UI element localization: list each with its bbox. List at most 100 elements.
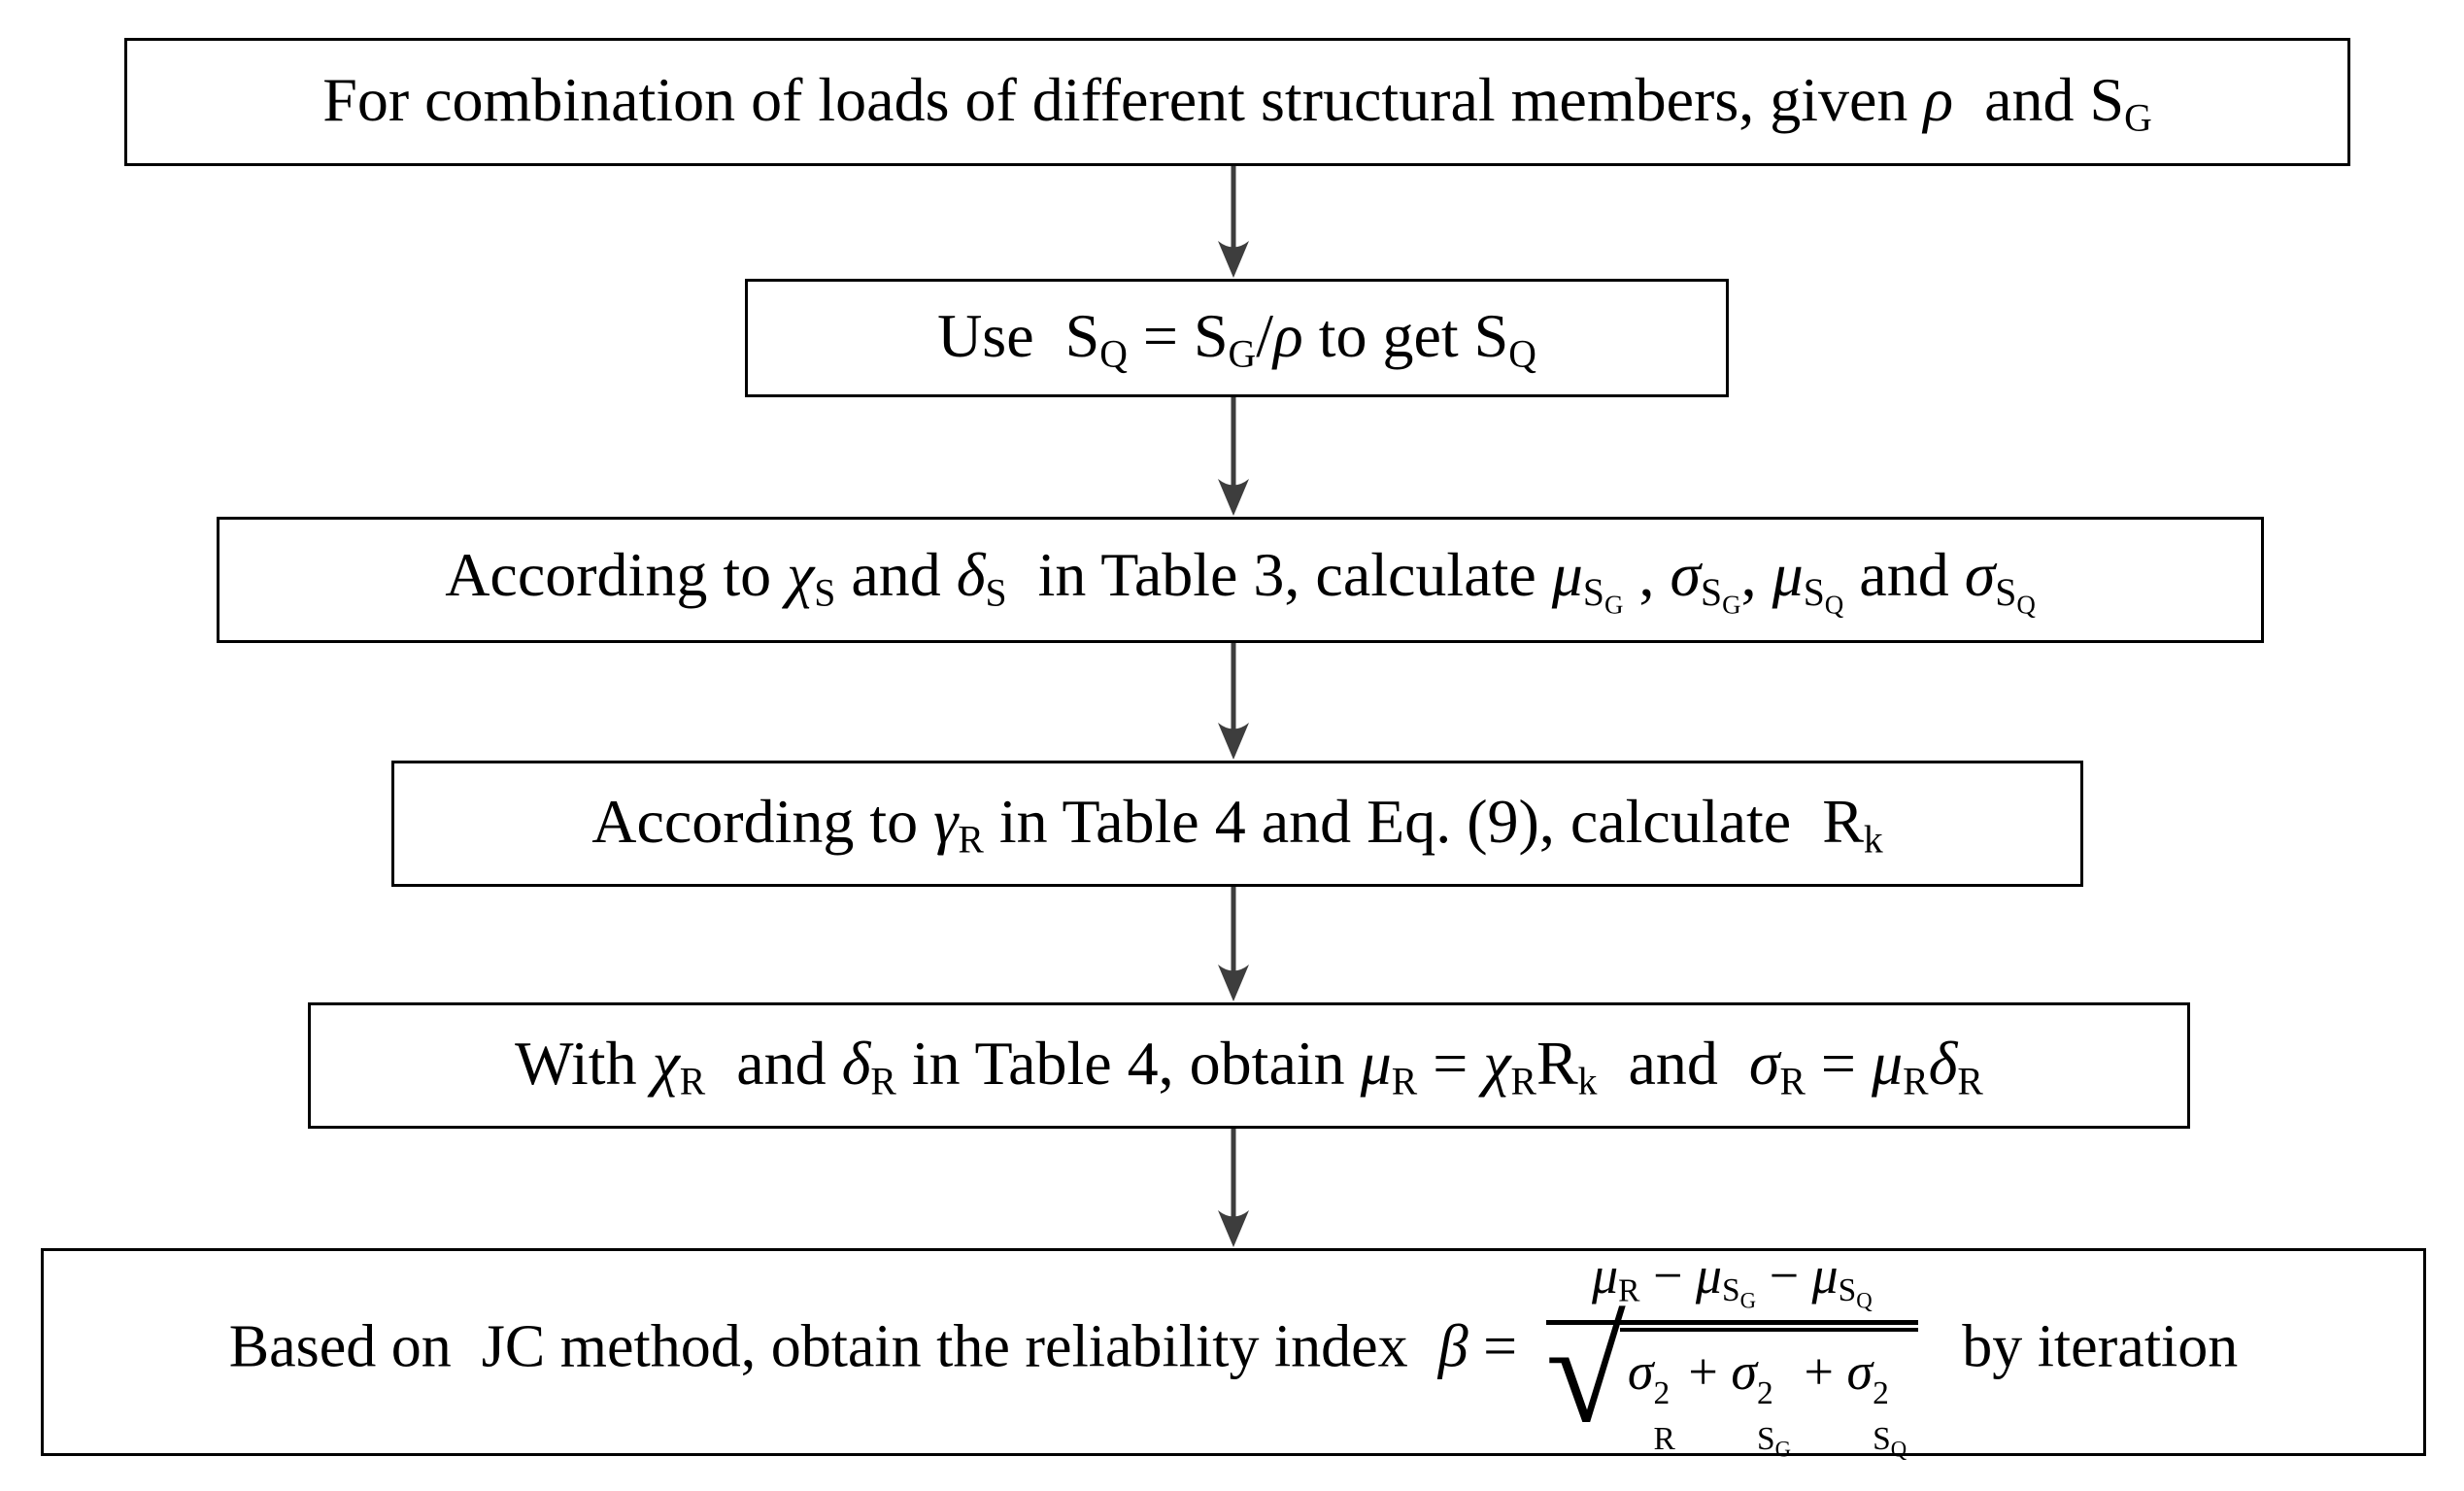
sigma-symbol: σ [1964,540,1996,610]
delta-symbol: δ [841,1028,871,1098]
subscript: R [679,1059,706,1102]
plus-sign: + [1791,1341,1847,1401]
comma: , [1623,540,1671,610]
sigma-symbol: σ [1731,1341,1757,1401]
sub-s: S [1873,1420,1891,1457]
mu-symbol: μ [1360,1028,1392,1098]
text-run: and [1953,64,2090,134]
flow-step-4-box: According to γR in Table 4 and Eq. (9), … [391,761,2083,887]
sigma-symbol: σ [1627,1341,1654,1401]
sigma-symbol: σ [1748,1028,1780,1098]
flow-step-1-box: For combination of loads of different st… [124,38,2350,166]
text-run: and [705,1028,842,1098]
sub-s: S [1722,1272,1740,1309]
text-run: Use [937,300,1065,370]
sub-r: R [1653,1420,1675,1457]
equals-sign: = [1417,1028,1484,1098]
s-symbol: S [2089,64,2125,134]
arrow-head-icon [1218,965,1249,1001]
text-run: in Table 4, obtain [895,1028,1361,1098]
text-run: and [1597,1028,1749,1098]
text-run: to get [1302,300,1474,370]
subscript: Q [1508,331,1536,375]
fraction-numerator: μR − μSG − μSQ [1545,1245,1919,1325]
flow-arrow-4 [1217,887,1250,1002]
subscript: G [2124,95,2152,139]
superscript-2: 2 [1873,1374,1889,1411]
subscript: SQ [1995,571,2036,620]
sub-sq: SQ [1873,1422,1907,1459]
slash-sign: / [1256,300,1273,370]
sub-subscript: G [1722,590,1741,620]
arrow-shaft [1231,643,1236,731]
mu-symbol: μ [1811,1245,1839,1305]
sub-subscript: Q [1824,590,1844,620]
subscript: R [870,1059,896,1102]
subscript: SG [1701,571,1741,620]
r-symbol: R [1822,786,1864,856]
superscript-2: 2 [1756,1374,1773,1411]
sub-s: S [1803,571,1825,615]
subscript: R [1957,1059,1983,1102]
minus-sign: − [1639,1245,1696,1305]
s-symbol: S [1064,300,1100,370]
sub-subscript: Q [1856,1288,1873,1313]
text-run: in Table 4 and Eq. (9), calculate [983,786,1823,856]
beta-symbol: β [1437,1313,1468,1380]
arrow-shaft [1231,887,1236,973]
minus-sign: − [1756,1245,1812,1305]
flow-arrow-3 [1217,643,1250,761]
text-run: Based on JC method, obtain the reliabili… [228,1313,1438,1380]
flow-step-4-label: According to γR in Table 4 and Eq. (9), … [591,786,1882,863]
flow-step-3-label: According to χS and δS in Table 3, calcu… [445,539,2036,621]
delta-symbol: δ [956,540,986,610]
rho-symbol: ρ [1272,300,1303,370]
subscript: R [958,817,984,861]
subscript: SG [1722,1272,1756,1312]
arrow-head-icon [1218,1210,1249,1247]
chi-symbol: χ [652,1028,680,1098]
flow-arrow-5 [1217,1129,1250,1248]
text-run: According to [445,540,788,610]
subscript: R [1510,1059,1536,1102]
text-run: With [515,1028,653,1098]
subscript: SQ [1839,1272,1873,1312]
text-run: For combination of loads of different st… [322,64,1924,134]
sub-sg: SG [1757,1422,1791,1459]
chi-symbol: χ [1483,1028,1511,1098]
radical-sign: √ [1545,1291,1626,1453]
sub-s: S [1995,571,2017,615]
equals-sign: = [1805,1028,1873,1098]
s-symbol: S [1473,300,1509,370]
mu-symbol: μ [1592,1245,1619,1305]
flow-step-2-box: Use SQ = SG/ρ to get SQ [745,279,1729,397]
subscript: R [1903,1059,1929,1102]
plus-sign: + [1674,1341,1732,1401]
flow-arrow-2 [1217,397,1250,517]
s-symbol: S [1193,300,1229,370]
mu-symbol: μ [1772,540,1804,610]
flow-step-6-box: Based on JC method, obtain the reliabili… [41,1246,2426,1460]
rho-symbol: ρ [1923,64,1954,134]
mu-symbol: μ [1695,1245,1723,1305]
comma: , [1740,540,1772,610]
subscript: R [1779,1059,1806,1102]
delta-symbol: δ [1928,1028,1958,1098]
r-symbol: R [1536,1028,1578,1098]
subscript: k [1577,1059,1598,1102]
flow-step-6-label: Based on JC method, obtain the reliabili… [229,1245,2239,1460]
text-run: by iteration [1932,1313,2239,1380]
text-run: and [835,540,957,610]
subscript: S [985,571,1007,615]
subscript: G [1228,331,1257,375]
flow-step-5-box: With χR and δR in Table 4, obtain μR = χ… [308,1002,2190,1129]
subscript: R [1391,1059,1418,1102]
text-run: and [1843,540,1965,610]
gamma-symbol: γ [933,786,959,856]
